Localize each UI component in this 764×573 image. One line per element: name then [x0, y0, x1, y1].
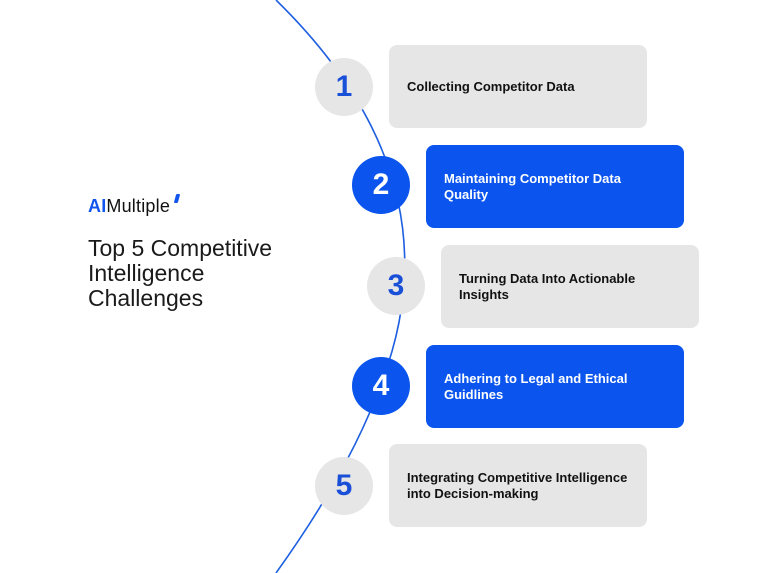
step-3-card: Turning Data Into Actionable Insights	[441, 245, 699, 328]
page-title: Top 5 Competitive Intelligence Challenge…	[88, 235, 273, 311]
step-1-number: 1	[315, 58, 373, 116]
brand-logo: AIMultiple	[88, 194, 181, 217]
step-2-card: Maintaining Competitor Data Quality	[426, 145, 684, 228]
brand-prefix: AI	[88, 196, 107, 216]
step-5-number: 5	[315, 457, 373, 515]
step-4-card: Adhering to Legal and Ethical Guidlines	[426, 345, 684, 428]
brand-suffix: Multiple	[106, 196, 171, 216]
step-1-card: Collecting Competitor Data	[389, 45, 647, 128]
step-4-number: 4	[352, 357, 410, 415]
step-2-number: 2	[352, 156, 410, 214]
step-5-card: Integrating Competitive Intelligence int…	[389, 444, 647, 527]
step-3-number: 3	[367, 257, 425, 315]
